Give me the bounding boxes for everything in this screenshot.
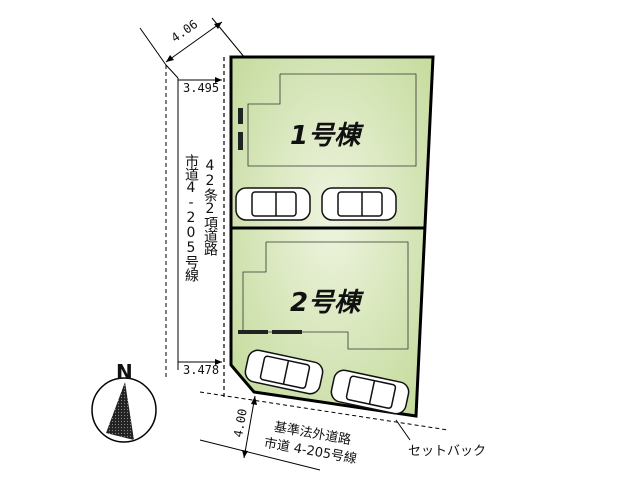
building-1-footprint [247,73,417,167]
compass-north-label: N [116,360,133,384]
parking-car [235,187,311,221]
north-compass-icon [91,377,157,443]
setback-label: セットバック [408,444,487,459]
front-road-lines [199,391,449,471]
dimension-4-06 [139,17,246,66]
left-road-type: 42条2項道路 [202,158,218,255]
parking-car [244,349,324,395]
dim-top-width-label: 3.495 [183,81,220,95]
dimension-3-478 [178,359,222,365]
dim-bottom-width-label: 3.478 [183,363,220,377]
dimension-3-495 [178,77,222,83]
utility-symbols [238,108,302,334]
building-2-label: 2号棟 [290,288,361,318]
left-road-name: 市道4-205号線 [183,154,199,281]
left-road-lines [165,57,225,400]
parking-car [330,369,410,415]
building-1-label: 1号棟 [290,121,361,151]
parking-car [321,187,397,221]
lot-outline [229,55,435,418]
building-2-footprint [242,241,409,350]
